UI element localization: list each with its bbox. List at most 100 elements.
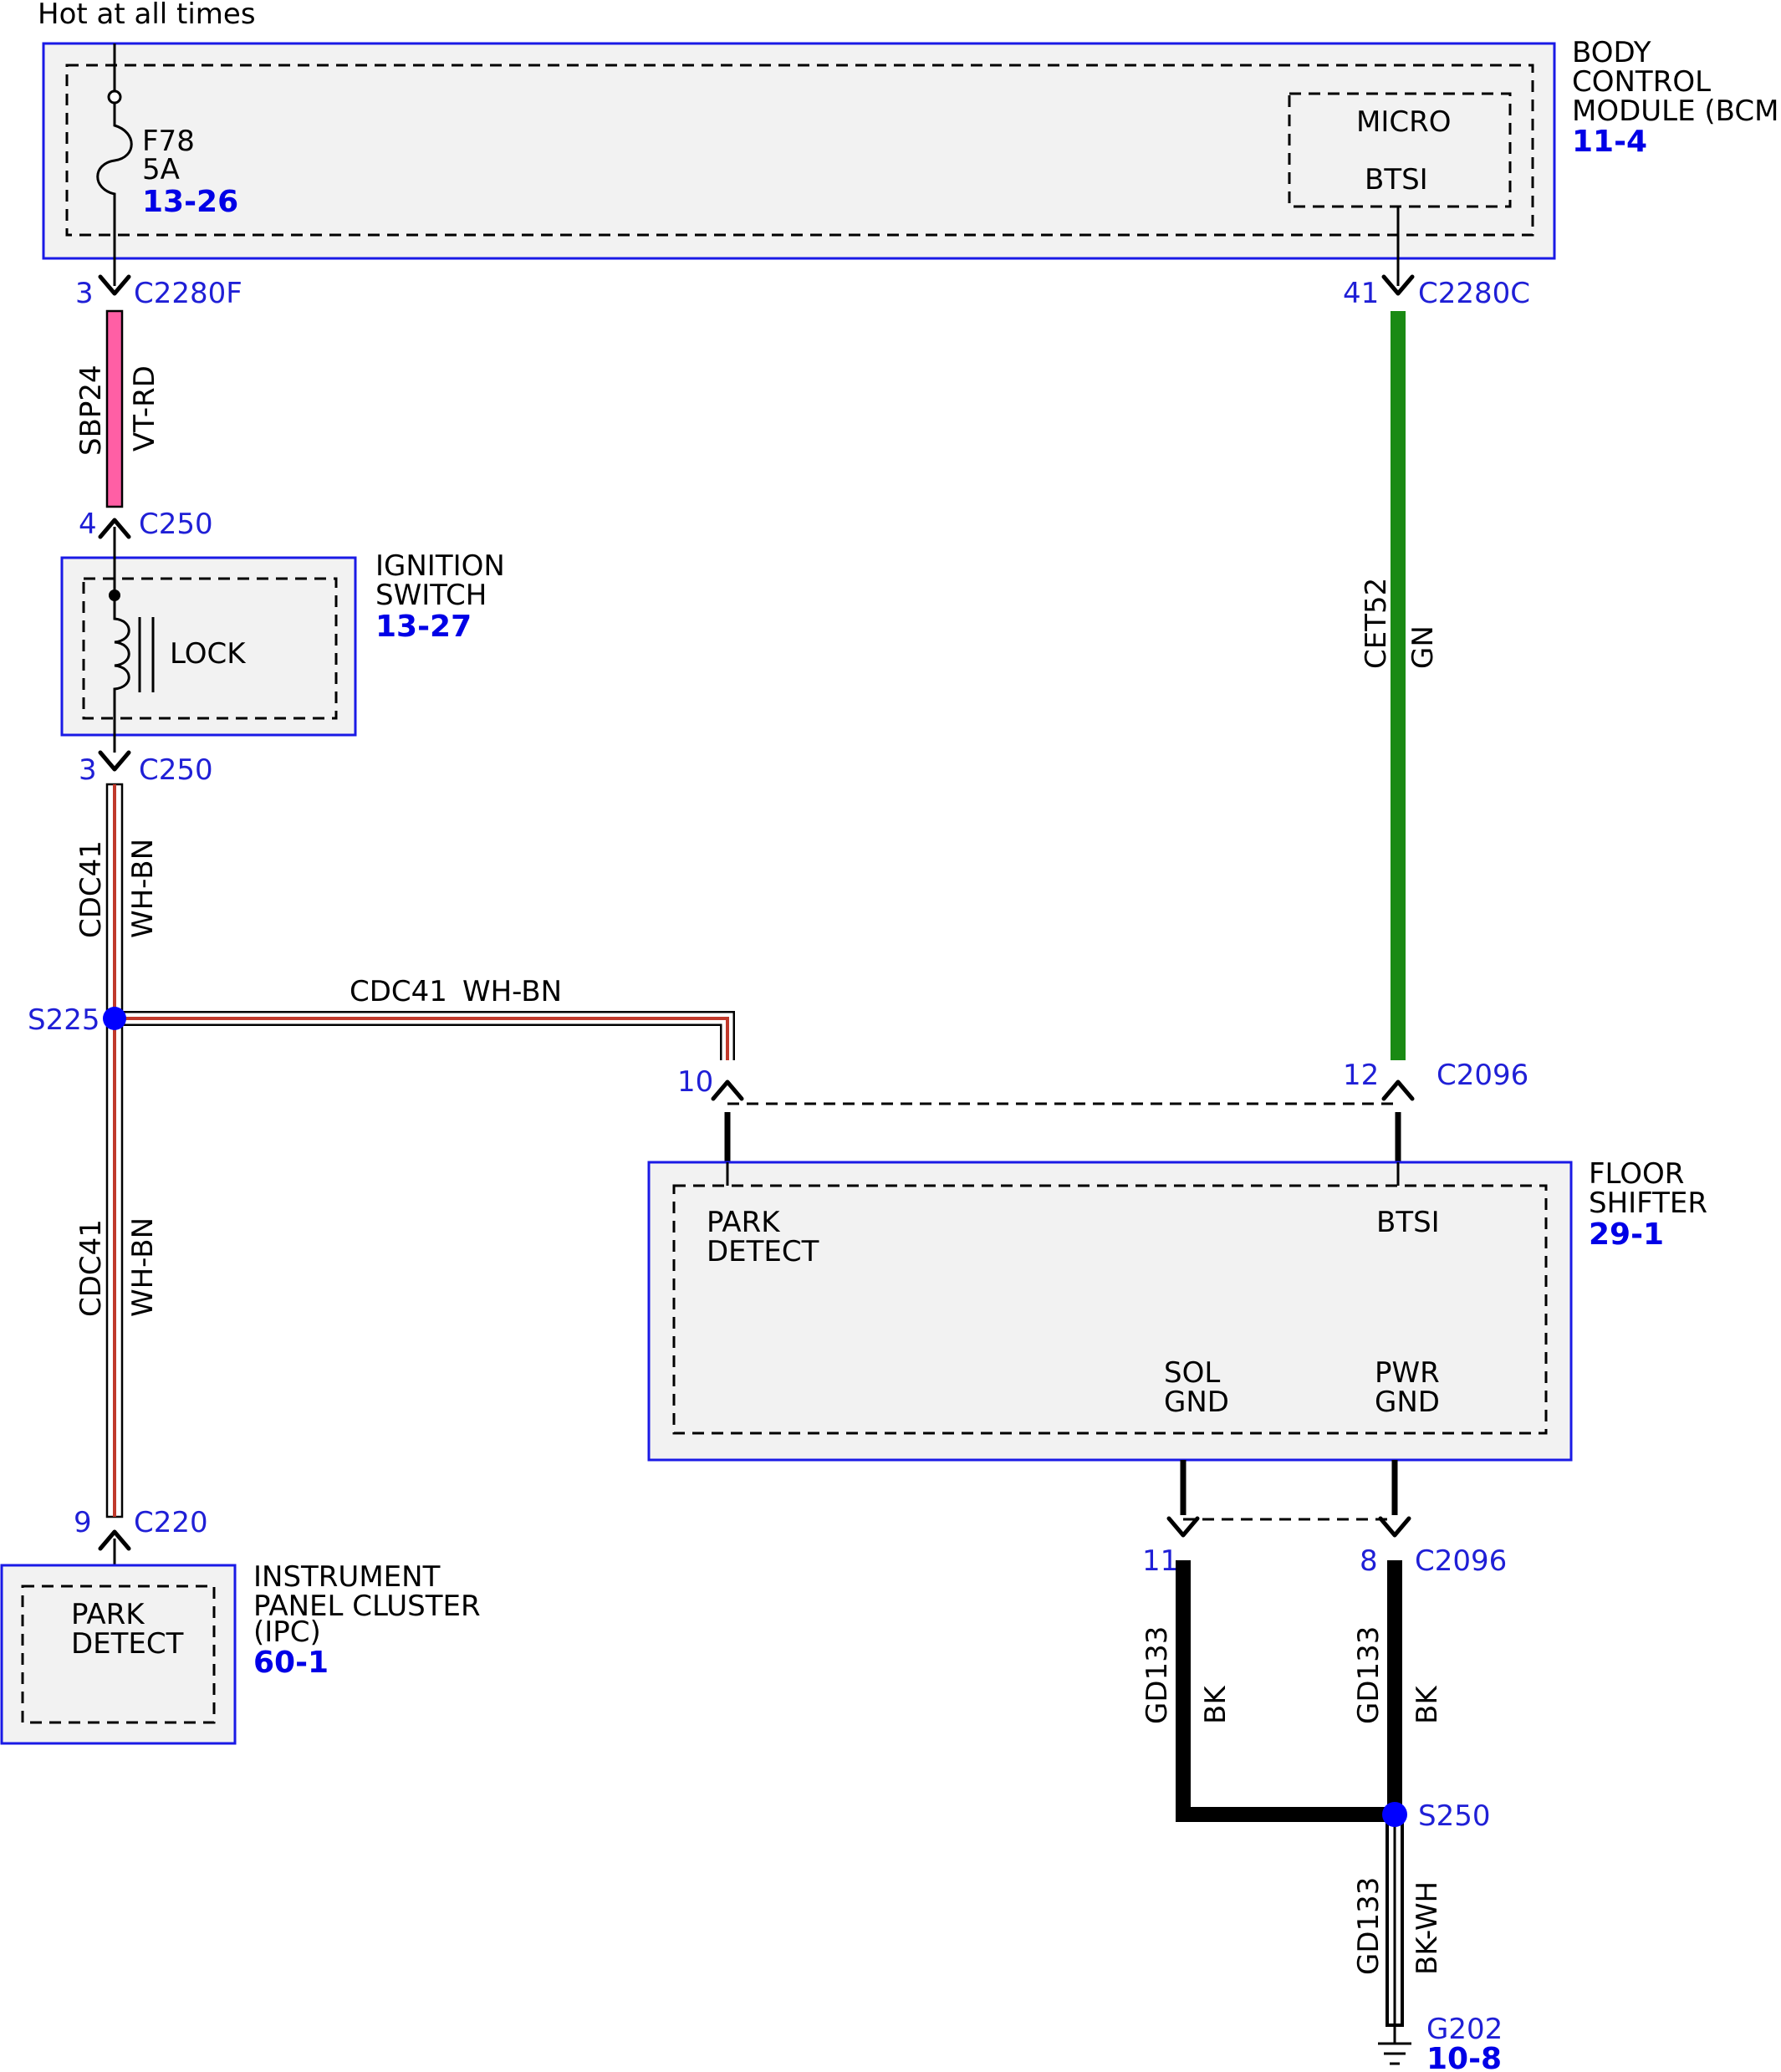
connector-c2096-pin-8[interactable]: 8 C2096 [1360, 1516, 1507, 1578]
micro-label: MICRO [1356, 105, 1452, 139]
ipc-park-line-2: DETECT [71, 1627, 184, 1661]
wire-cet52[interactable]: CET52 GN [1360, 311, 1440, 1060]
wire-cet52-circuit: CET52 [1360, 578, 1393, 669]
fuse-ref-link[interactable]: 13-26 [142, 185, 238, 219]
wire-sbp24-circuit: SBP24 [74, 365, 108, 456]
floor-shifter-ref-link[interactable]: 29-1 [1589, 1217, 1664, 1252]
connector-c2096-pin-12[interactable]: 12 C2096 [1343, 1059, 1528, 1101]
c250-bot-name: C250 [139, 753, 213, 787]
bcm-name-line-1: BODY [1572, 36, 1651, 69]
connector-c2096-pin-10[interactable]: 10 [677, 1065, 744, 1101]
ignition-switch-inner-border [82, 577, 338, 720]
floor-shifter-name-line-2: SHIFTER [1589, 1187, 1707, 1220]
c2096-name-top: C2096 [1437, 1059, 1528, 1092]
wire-sbp24-color: VT-RD [128, 365, 161, 452]
power-label: Hot at all times [38, 0, 256, 31]
connector-c2280c[interactable]: 41 C2280C [1343, 274, 1530, 310]
ignition-switch-ref-link[interactable]: 13-27 [375, 610, 472, 644]
bcm-inner-border [65, 64, 1534, 237]
connector-arrow-icon [1381, 1079, 1415, 1101]
bcm-btsi-label: BTSI [1365, 163, 1428, 196]
wire-cdc41-upper-circuit: CDC41 [74, 840, 108, 938]
connector-c250-pin-4[interactable]: 4 C250 [79, 508, 213, 541]
wire-cdc41-lower-circuit: CDC41 [74, 1219, 108, 1317]
splice-s225-label: S225 [28, 1003, 100, 1037]
floor-shifter-box [647, 1161, 1573, 1462]
ignition-switch-name-line-1: IGNITION [375, 549, 505, 583]
c2280f-name: C2280F [134, 277, 242, 310]
floor-shifter[interactable]: PARK DETECT BTSI SOL GND PWR GND FLOOR S… [647, 1157, 1707, 1462]
instrument-panel-cluster[interactable]: PARK DETECT INSTRUMENT PANEL CLUSTER (IP… [0, 1560, 481, 1745]
ipc-name-line-3: (IPC) [253, 1615, 321, 1649]
bcm-ref-link[interactable]: 11-4 [1572, 125, 1647, 159]
fuse-f78: F78 5A 13-26 [96, 43, 238, 286]
ipc-park-line-1: PARK [71, 1598, 145, 1631]
connector-arrow-icon [98, 274, 131, 296]
wire-cdc41-lower-color: WH-BN [126, 1217, 160, 1317]
wire-gd133-ground[interactable]: GD133 BK-WH [1352, 1813, 1444, 2027]
wire-cet52-body [1391, 311, 1406, 1060]
fuse-name: F78 [142, 125, 195, 158]
ipc-ref-link[interactable]: 60-1 [253, 1646, 329, 1680]
splice-s225[interactable]: S225 [28, 1003, 126, 1037]
c220-pin: 9 [74, 1506, 92, 1539]
wire-gd133-left-color: BK [1199, 1685, 1232, 1724]
splice-s250[interactable]: S250 [1382, 1799, 1490, 1833]
wire-gd133-left[interactable]: GD133 BK [1141, 1560, 1395, 1822]
floor-shifter-pwr-line-1: PWR [1375, 1356, 1440, 1390]
body-control-module[interactable]: MICRO BTSI BODY CONTROL MODULE (BCM) 11-… [42, 36, 1781, 260]
c2280c-name: C2280C [1418, 277, 1530, 310]
ignition-switch[interactable]: LOCK IGNITION SWITCH 13-27 [60, 527, 505, 753]
splice-s250-dot [1382, 1802, 1407, 1827]
floor-shifter-park-line-1: PARK [707, 1206, 781, 1239]
c250-bot-pin: 3 [79, 753, 97, 787]
wire-cdc41-horizontal[interactable]: CDC41 WH-BN [115, 975, 735, 1060]
connector-c2280f[interactable]: 3 C2280F [75, 274, 242, 310]
c2096-pin-11: 11 [1142, 1544, 1178, 1578]
wire-sbp24[interactable]: SBP24 VT-RD [74, 309, 161, 508]
floor-shifter-btsi: BTSI [1376, 1206, 1440, 1239]
ipc-box [0, 1564, 237, 1745]
c2096-pin-10: 10 [677, 1065, 713, 1099]
floor-shifter-park-line-2: DETECT [707, 1235, 819, 1268]
c2096-name-bottom: C2096 [1415, 1544, 1507, 1578]
ground-ref-link[interactable]: 10-8 [1426, 2042, 1502, 2072]
c250-top-pin: 4 [79, 508, 97, 541]
connector-arrow-icon [1166, 1516, 1200, 1538]
splice-s225-dot [103, 1007, 126, 1030]
wire-gd133-left-circuit: GD133 [1141, 1626, 1174, 1724]
micro-box [1288, 92, 1512, 208]
fuse-rating: 5A [142, 153, 180, 186]
ground-name: G202 [1426, 2013, 1503, 2046]
wire-cet52-color: GN [1406, 625, 1440, 669]
connector-c220[interactable]: 9 C220 [74, 1506, 208, 1551]
wire-gd133-right[interactable]: GD133 BK [1352, 1560, 1444, 1814]
fuse-terminal-icon [107, 89, 122, 105]
wire-cdc41-horizontal-circuit: CDC41 [350, 975, 447, 1008]
ipc-inner-border [21, 1585, 216, 1724]
floor-shifter-sol-line-1: SOL [1164, 1356, 1220, 1390]
bcm-box [42, 42, 1556, 260]
c2096-pin-12: 12 [1343, 1059, 1379, 1092]
wire-cdc41-vertical[interactable] [105, 783, 124, 1518]
ground-g202[interactable]: G202 10-8 [1378, 2013, 1503, 2072]
wire-cdc41-horizontal-stripe [115, 1017, 729, 1060]
wire-gd133-right-circuit: GD133 [1352, 1626, 1386, 1724]
connector-c2096-pin-11[interactable]: 11 [1142, 1516, 1200, 1578]
fuse-icon [96, 103, 133, 286]
c250-top-name: C250 [139, 508, 213, 541]
lock-label: LOCK [170, 637, 247, 671]
c2096-pin-8: 8 [1360, 1544, 1378, 1578]
wire-gd133-ground-circuit: GD133 [1352, 1877, 1386, 1975]
connector-arrow-icon [1381, 274, 1415, 296]
connector-arrow-icon [1378, 1516, 1411, 1538]
wire-gd133-ground-color: BK-WH [1411, 1881, 1444, 1975]
wire-cdc41-horizontal-color: WH-BN [462, 975, 562, 1008]
bcm-name-line-3: MODULE (BCM) [1572, 94, 1781, 128]
ignition-switch-box [60, 556, 357, 737]
ignition-coil-icon [113, 595, 130, 753]
wire-cdc41-upper-color: WH-BN [126, 839, 160, 938]
connector-c250-pin-3[interactable]: 3 C250 [79, 750, 213, 787]
ipc-name-line-1: INSTRUMENT [253, 1560, 441, 1594]
